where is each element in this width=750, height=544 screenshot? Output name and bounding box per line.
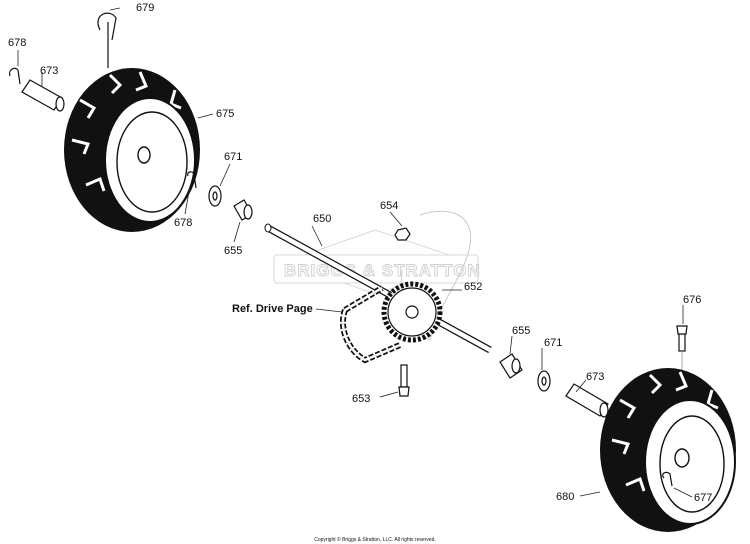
callout-680: 680 <box>556 491 574 503</box>
callout-676: 676 <box>683 294 701 306</box>
callout-675: 675 <box>216 108 234 120</box>
left-hardware <box>9 67 253 221</box>
callouts: 679 678 673 675 671 678 655 650 654 652 … <box>8 2 712 504</box>
callout-655-right: 655 <box>512 325 530 337</box>
copyright-text: Copyright © Briggs & Stratton, LLC. All … <box>314 536 436 543</box>
callout-673-right: 673 <box>586 371 604 383</box>
callout-654: 654 <box>380 200 398 212</box>
ref-drive-page-label: Ref. Drive Page <box>232 303 313 315</box>
drive-chain <box>340 285 402 364</box>
callout-650: 650 <box>313 213 331 225</box>
callout-678-inner: 678 <box>174 217 192 229</box>
callout-671-right: 671 <box>544 337 562 349</box>
watermark-text: BRIGGS & STRATTON <box>284 261 481 280</box>
callout-671-left: 671 <box>224 151 242 163</box>
leader-lines <box>17 7 693 498</box>
callout-677: 677 <box>694 492 712 504</box>
sprocket <box>381 281 443 343</box>
nut-654 <box>394 227 411 241</box>
callout-652: 652 <box>464 281 482 293</box>
left-wheel <box>64 68 200 232</box>
callout-673-left: 673 <box>40 65 58 77</box>
callout-679: 679 <box>136 2 154 14</box>
callout-678-left: 678 <box>8 37 26 49</box>
right-wheel <box>600 368 736 532</box>
clevis-pin-679 <box>97 12 117 68</box>
callout-653: 653 <box>352 393 370 405</box>
callout-655-left: 655 <box>224 245 242 257</box>
bolt-653 <box>398 364 410 397</box>
axle-shaft <box>264 223 492 354</box>
